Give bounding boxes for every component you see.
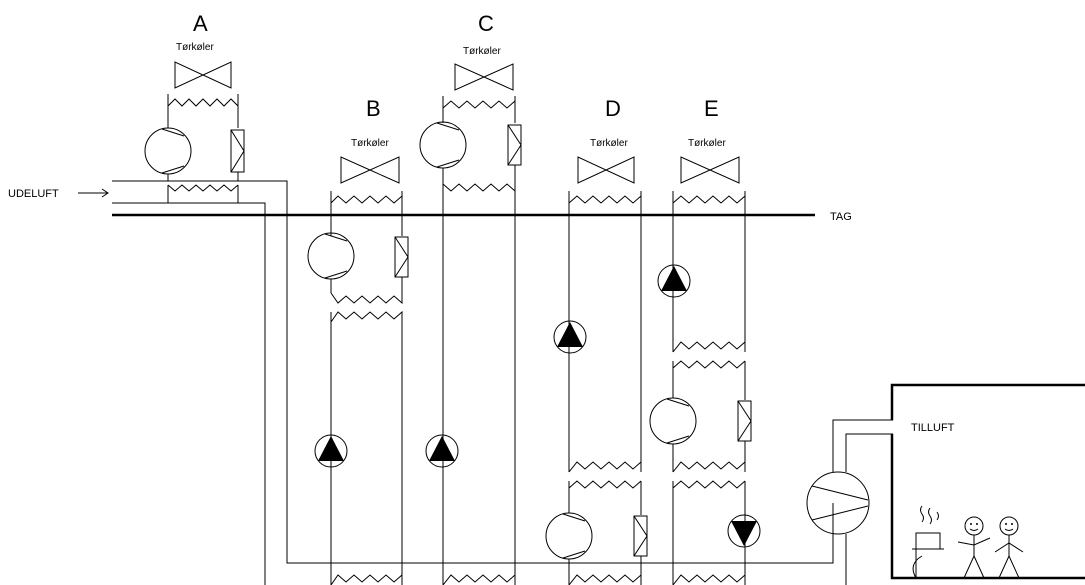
unit-a-evaporator-icon [167, 184, 239, 192]
unit-e-drycooler-label: Tørkøler [688, 138, 726, 149]
outdoor-air-label: UDELUFT [8, 188, 59, 200]
unit-b-heat-exchanger-bottom-icon [330, 573, 403, 585]
unit-b-heat-exchanger-mid2-icon [330, 310, 403, 323]
unit-a-label: A [193, 11, 208, 36]
unit-c-compressor-icon [419, 121, 467, 169]
unit-b-label: B [366, 96, 381, 121]
unit-e-compressor-icon [649, 397, 697, 445]
unit-e: E Tørkøler [649, 96, 761, 585]
unit-e-valve-icon [737, 400, 752, 442]
roof-label: TAG [830, 211, 852, 223]
unit-e-drycooler-fan-icon [680, 156, 740, 184]
unit-e-heat-exchanger-bottom-icon [672, 574, 746, 585]
unit-c-pump-icon [425, 434, 459, 468]
unit-e-evaporator-icon [672, 360, 746, 369]
unit-e-label: E [704, 96, 719, 121]
unit-b-compressor-icon [307, 232, 355, 280]
unit-d-drycooler-label: Tørkøler [590, 138, 628, 149]
unit-c-heat-exchanger-bottom-icon [442, 573, 516, 585]
person-1-icon [957, 516, 991, 579]
unit-b-drycooler-fan-icon [340, 156, 400, 184]
unit-c-drycooler-fan-icon [454, 63, 514, 91]
unit-b-drycooler-label: Tørkøler [351, 138, 389, 149]
outdoor-air-arrow [78, 188, 109, 198]
building-room [890, 383, 1085, 580]
unit-a-drycooler-label: Tørkøler [176, 42, 214, 53]
unit-a-drycooler-fan-icon [174, 61, 232, 89]
unit-a-valve-icon [230, 129, 245, 173]
unit-b: B Tørkøler [307, 96, 409, 585]
computer-desk-icon [912, 505, 944, 579]
unit-d-heat-exchanger-top-icon [568, 191, 642, 205]
unit-d-drycooler-fan-icon [577, 156, 635, 184]
unit-e-evaporator-bottom-icon [672, 480, 746, 489]
outdoor-air-duct [112, 180, 834, 585]
unit-d-compressor-icon [545, 512, 593, 560]
unit-c-label: C [478, 11, 494, 36]
unit-a-heat-exchanger-icon [167, 94, 239, 108]
unit-d-condenser-icon [568, 460, 642, 473]
unit-d-label: D [605, 96, 621, 121]
unit-c-valve-icon [507, 124, 522, 166]
unit-d: D Tørkøler [545, 96, 648, 585]
unit-e-pump-bottom-icon [727, 514, 761, 548]
unit-d-heat-exchanger-bottom-icon [568, 574, 642, 585]
unit-b-pump-icon [314, 434, 348, 468]
supply-air-label: TILLUFT [911, 422, 955, 434]
unit-e-heat-exchanger-top-icon [672, 191, 746, 205]
unit-a: A Tørkøler [144, 11, 245, 203]
unit-c: C Tørkøler [419, 11, 522, 585]
unit-b-heat-exchanger-mid-icon [330, 292, 403, 305]
unit-b-valve-icon [394, 236, 409, 278]
unit-e-heat-exchanger-mid-icon [672, 340, 746, 353]
supply-fan [806, 471, 870, 535]
unit-e-condenser-icon [672, 460, 746, 473]
unit-c-heat-exchanger-top-icon [442, 96, 516, 110]
unit-d-valve-icon [633, 515, 648, 557]
unit-c-drycooler-label: Tørkøler [463, 46, 501, 57]
unit-d-evaporator-icon [568, 480, 642, 489]
supply-air-duct [832, 419, 893, 585]
unit-e-pump-top-icon [657, 264, 691, 298]
unit-d-pump-icon [553, 320, 587, 354]
person-2-icon [994, 516, 1024, 579]
unit-b-heat-exchanger-top-icon [330, 191, 403, 205]
unit-a-compressor-icon [144, 127, 192, 175]
unit-c-evaporator-icon [442, 183, 516, 192]
